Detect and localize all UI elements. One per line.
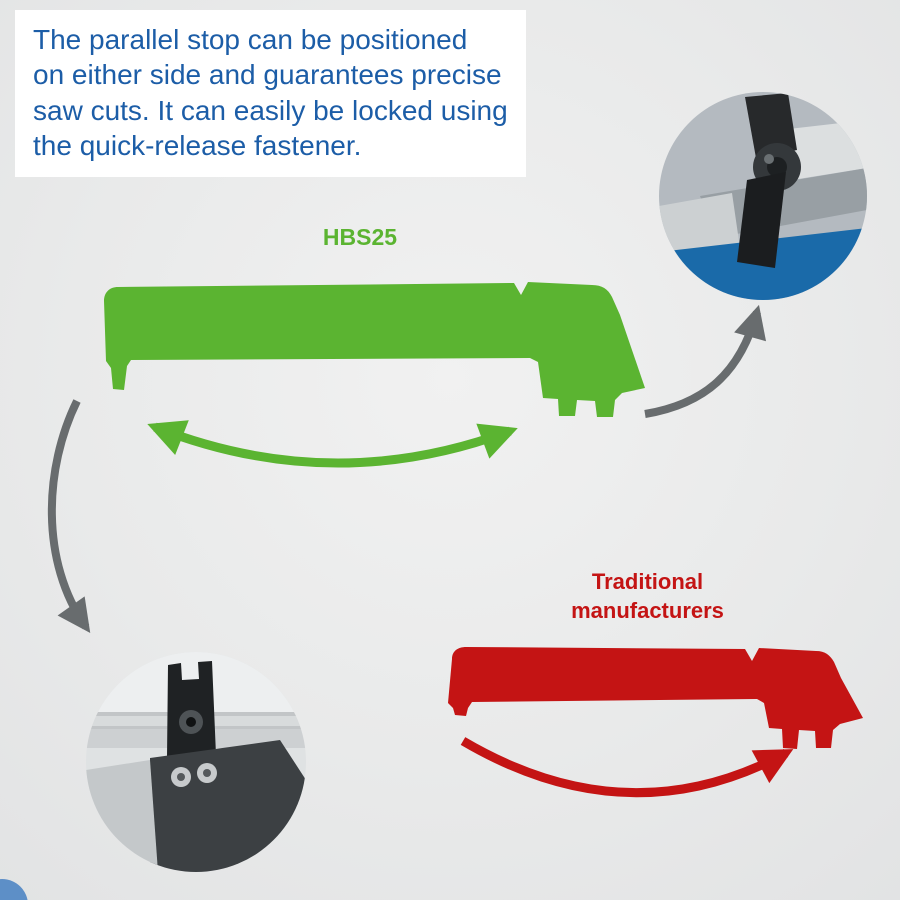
foreground-rail-edge [86, 760, 158, 872]
corner-blue-accent [0, 879, 28, 900]
clamp-lower-arm [737, 172, 786, 268]
clamp-body [167, 661, 216, 757]
clamp-upper-arm [745, 93, 797, 158]
fastener-photo-top-right [659, 92, 867, 300]
dark-base-plate [150, 740, 306, 872]
aluminum-beam [780, 120, 867, 180]
intro-text: The parallel stop can be positioned on e… [33, 24, 508, 161]
callout-arrow-to-top-photo [644, 304, 767, 418]
traditional-fence-silhouette [448, 647, 863, 749]
base-screw-center [177, 773, 185, 781]
swing-arrow-traditional [460, 737, 794, 798]
callout-arrow-to-bottom-photo [47, 399, 91, 634]
traditional-label: Traditional manufacturers [571, 569, 724, 624]
fastener-photo-bottom-left [86, 652, 306, 872]
clamp-knob-highlight [764, 154, 774, 164]
base-screw-center [203, 769, 211, 777]
swap-direction-arrow [147, 420, 518, 468]
hbs25-fence-silhouette [104, 282, 645, 417]
hbs25-label: HBS25 [322, 224, 398, 250]
intro-text-box: The parallel stop can be positioned on e… [15, 10, 526, 178]
aluminum-shadow-face [700, 168, 867, 238]
clamp-screw-center [186, 717, 196, 727]
